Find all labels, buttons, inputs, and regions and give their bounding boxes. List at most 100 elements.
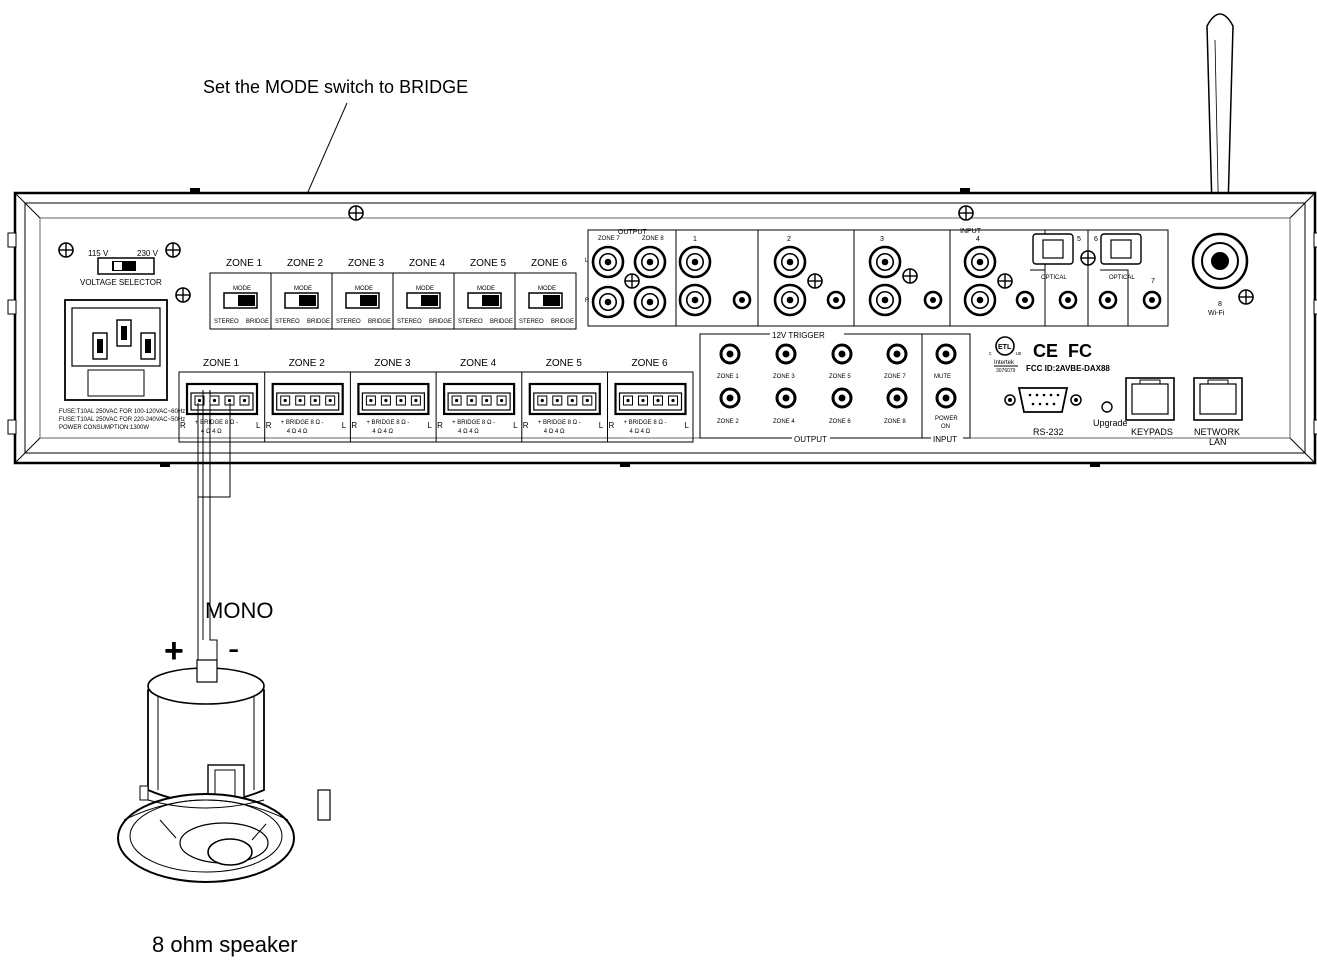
trigger-jack-icon[interactable] [831, 343, 853, 365]
terminal-l-label: L [599, 421, 604, 430]
rca-jack-icon[interactable] [678, 245, 712, 279]
terminal-bridge-label: + BRIDGE 8 Ω - [452, 420, 495, 426]
rs232-port[interactable]: RS-232 [1004, 387, 1082, 437]
rca-jack-icon[interactable] [773, 283, 807, 317]
stereo-label: STEREO [275, 319, 300, 325]
svg-text:FUSE:T10AL 250VAC FOR 220-240V: FUSE:T10AL 250VAC FOR 220-240VAC~50Hz [59, 417, 185, 423]
stereo-label: STEREO [214, 319, 239, 325]
mode-label: MODE [477, 286, 495, 292]
mini-jack-icon[interactable] [1058, 290, 1078, 310]
callout-text: Set the MODE switch to BRIDGE [203, 77, 468, 97]
trigger-jack-icon[interactable] [935, 343, 957, 365]
trigger-jack-icon[interactable] [719, 343, 741, 365]
mode-label: MODE [233, 286, 251, 292]
trigger-top-label: ZONE 5 [829, 374, 851, 380]
voltage-selector[interactable]: 115 V 230 V VOLTAGE SELECTOR [80, 249, 162, 287]
fcc-id: FCC ID:2AVBE-DAX88 [1026, 364, 1110, 373]
terminal-r-label: R [523, 421, 529, 430]
network-lan-port[interactable]: NETWORK LAN [1193, 377, 1243, 447]
svg-text:FUSE:T10AL 250VAC FOR 100-120V: FUSE:T10AL 250VAC FOR 100-120VAC~60Hz [59, 409, 185, 415]
rca-jack-icon[interactable] [773, 245, 807, 279]
mini-jack-icon[interactable] [826, 290, 846, 310]
bridge-label: BRIDGE [307, 319, 330, 325]
rca-jack-icon[interactable] [633, 245, 667, 279]
ce-mark: CE [1033, 341, 1058, 361]
output-zone8-label: ZONE 8 [642, 236, 664, 242]
bridge-label: BRIDGE [429, 319, 452, 325]
input-ch-5: 5 [1077, 236, 1081, 243]
stereo-label: STEREO [458, 319, 483, 325]
network-label: NETWORK [1194, 427, 1240, 437]
upgrade-label: Upgrade [1093, 418, 1128, 428]
mode-label: MODE [538, 286, 556, 292]
mode-switch-zone-1[interactable]: ZONE 1 MODE STEREO BRIDGE [214, 258, 269, 325]
trigger-jack-icon[interactable] [775, 343, 797, 365]
lan-label: LAN [1209, 437, 1227, 447]
power-inlet [64, 299, 168, 401]
minus-label: - [228, 630, 239, 668]
rca-jack-icon[interactable] [963, 283, 997, 317]
voltage-low-label: 115 V [88, 249, 109, 258]
upgrade-button[interactable]: Upgrade [1093, 401, 1128, 428]
trigger-jack-icon[interactable] [886, 387, 908, 409]
terminal-r-label: R [180, 421, 186, 430]
trigger-jack-icon[interactable] [886, 343, 908, 365]
screw-icon [348, 205, 364, 221]
mini-jack-icon[interactable] [1098, 290, 1118, 310]
etl-us-mark: us [1016, 351, 1022, 357]
intertek-label: Intertek [994, 360, 1015, 366]
terminal-ohm-label: 4 Ω 4 Ω [630, 429, 651, 435]
mode-zone-label: ZONE 2 [287, 258, 324, 269]
bridge-label: BRIDGE [246, 319, 269, 325]
trigger-jack-icon[interactable] [831, 387, 853, 409]
terminal-bridge-label: + BRIDGE 8 Ω - [538, 420, 581, 426]
rca-jack-icon[interactable] [678, 283, 712, 317]
optical-label-5: OPTICAL [1041, 275, 1067, 281]
mode-zone-label: ZONE 1 [226, 258, 263, 269]
terminal-zone-label: ZONE 6 [632, 358, 669, 369]
trigger-jack-icon[interactable] [775, 387, 797, 409]
rca-jack-icon[interactable] [868, 283, 902, 317]
terminal-r-label: R [266, 421, 272, 430]
rca-jack-icon[interactable] [591, 285, 625, 319]
output-r-label: R [585, 298, 590, 304]
rca-jack-icon[interactable] [868, 245, 902, 279]
rca-jack-icon[interactable] [591, 245, 625, 279]
terminal-l-label: L [342, 421, 347, 430]
input-ch-6: 6 [1094, 236, 1098, 243]
terminal-l-label: L [685, 421, 690, 430]
mini-jack-icon[interactable] [1142, 290, 1162, 310]
rca-jack-icon[interactable] [633, 285, 667, 319]
mini-jack-icon[interactable] [732, 290, 752, 310]
mini-jack-icon[interactable] [1015, 290, 1035, 310]
mode-label: MODE [416, 286, 434, 292]
trigger-bottom-label: ZONE 2 [717, 419, 739, 425]
terminal-zone-label: ZONE 1 [203, 358, 240, 369]
terminal-ohm-label: 4 Ω 4 Ω [544, 429, 565, 435]
rca-jacks [591, 245, 1162, 319]
wifi-connector[interactable]: 8 Wi-Fi [1191, 232, 1249, 317]
terminal-r-label: R [437, 421, 443, 430]
terminal-l-label: L [513, 421, 518, 430]
trigger-jack-icon[interactable] [719, 387, 741, 409]
fc-mark: FC [1068, 341, 1092, 361]
rca-jack-icon[interactable] [963, 245, 997, 279]
mini-jack-icon[interactable] [923, 290, 943, 310]
wifi-label: Wi-Fi [1208, 310, 1225, 317]
terminal-bridge-label: + BRIDGE 8 Ω - [624, 420, 667, 426]
rca-panel: OUTPUT ZONE 7 ZONE 8 L R INPUT 1 2 3 4 5… [585, 228, 1169, 327]
trigger-jack-icon[interactable] [935, 387, 957, 409]
keypads-port[interactable]: KEYPADS [1125, 377, 1175, 437]
